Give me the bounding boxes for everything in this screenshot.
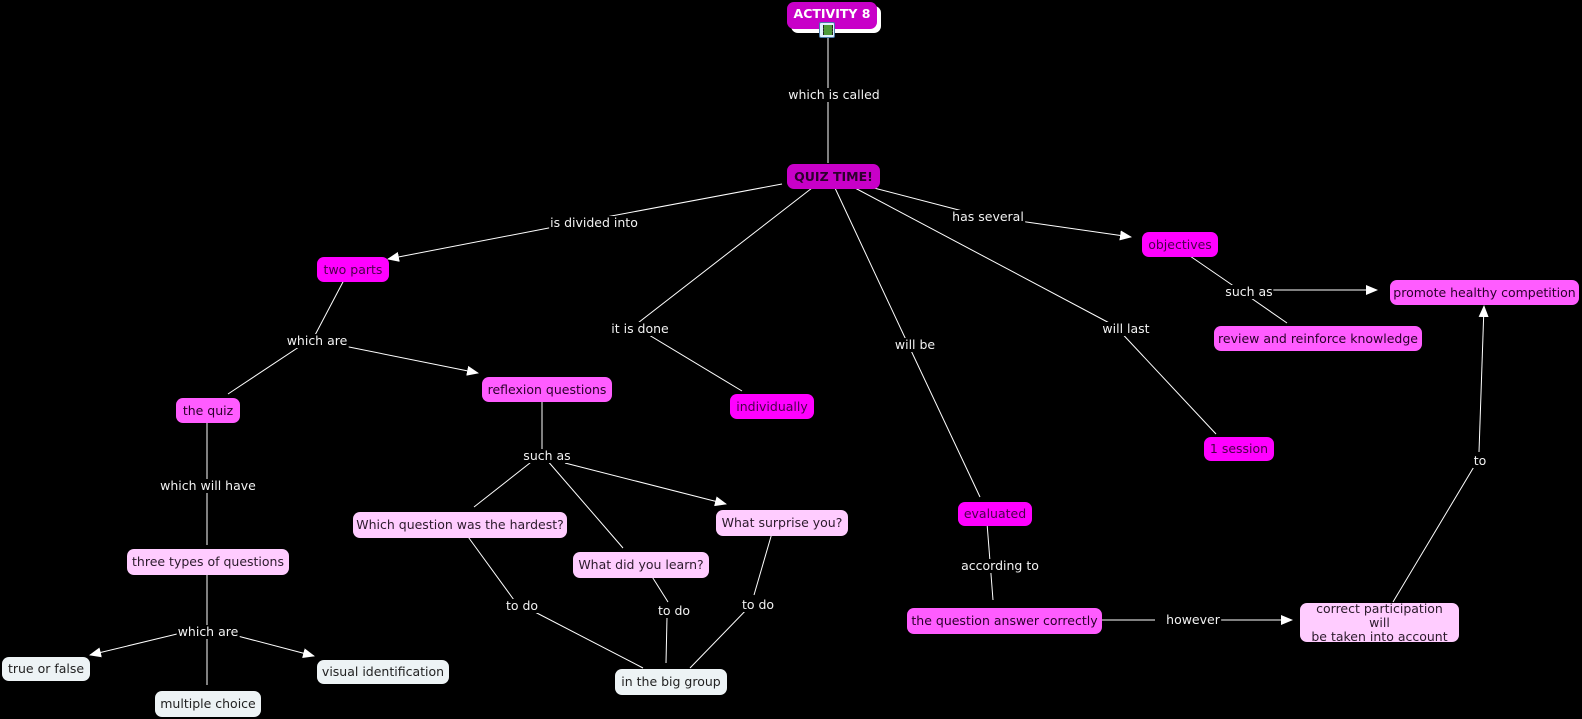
- link-line: [89, 633, 178, 658]
- concept-label: review and reinforce knowledge: [1218, 330, 1418, 346]
- concept-label: individually: [736, 398, 808, 414]
- concept-two-parts[interactable]: two parts: [317, 257, 389, 282]
- link-line: [313, 279, 345, 338]
- link-label-which-will-have[interactable]: which will have: [159, 478, 257, 493]
- link-label-to-do-3[interactable]: to do: [740, 597, 776, 612]
- concept-quiz-time[interactable]: QUIZ TIME!: [787, 164, 880, 189]
- link-line: [633, 325, 743, 392]
- concept-label: three types of questions: [132, 554, 284, 569]
- video-icon[interactable]: [819, 22, 835, 38]
- concept-label: ACTIVITY 8: [793, 6, 871, 21]
- link-line: [665, 616, 668, 664]
- link-line: [465, 533, 515, 601]
- concept-what-learn[interactable]: What did you learn?: [573, 552, 709, 578]
- link-line: [589, 183, 783, 221]
- link-label-it-is-done[interactable]: it is done: [610, 321, 670, 336]
- concept-the-quiz[interactable]: the quiz: [176, 398, 240, 423]
- link-label-which-is-called[interactable]: which is called: [787, 87, 881, 102]
- concept-label: correct participation will be taken into…: [1311, 600, 1448, 644]
- link-label-will-be[interactable]: will be: [893, 337, 937, 352]
- concept-label: What surprise you?: [721, 515, 843, 530]
- link-label-to[interactable]: to: [1472, 453, 1488, 468]
- link-label-which-are-types[interactable]: which are: [176, 624, 240, 639]
- link-label-to-do-2[interactable]: to do: [656, 603, 692, 618]
- link-line: [633, 187, 813, 327]
- link-line: [1189, 255, 1239, 290]
- concept-label: 1 session: [1209, 441, 1269, 456]
- link-line: [854, 187, 1116, 327]
- concept-visual-identification[interactable]: visual identification: [317, 660, 449, 684]
- link-line: [343, 345, 479, 376]
- concept-label: the question answer correctly: [911, 613, 1098, 628]
- link-line: [229, 633, 315, 659]
- concept-objectives[interactable]: objectives: [1142, 232, 1218, 257]
- concept-label: reflexion questions: [487, 381, 607, 397]
- link-line: [650, 574, 669, 603]
- link-line: [473, 458, 536, 508]
- concept-label: What did you learn?: [578, 557, 704, 572]
- concept-label: two parts: [323, 261, 383, 277]
- concept-multiple-choice[interactable]: multiple choice: [155, 691, 261, 717]
- link-label-is-divided-into[interactable]: is divided into: [549, 215, 639, 230]
- concept-evaluated[interactable]: evaluated: [958, 502, 1032, 526]
- link-label-to-do-1[interactable]: to do: [504, 598, 540, 613]
- concept-hardest-question[interactable]: Which question was the hardest?: [353, 512, 567, 538]
- link-label-will-last[interactable]: will last: [1101, 321, 1151, 336]
- link-line: [834, 187, 908, 343]
- link-line: [564, 462, 727, 507]
- concept-label: promote healthy competition: [1393, 284, 1576, 300]
- concept-promote-healthy-competition[interactable]: promote healthy competition: [1390, 280, 1579, 305]
- concept-label: visual identification: [321, 664, 445, 679]
- concept-label: the quiz: [182, 402, 234, 418]
- link-label-according-to[interactable]: according to: [960, 558, 1040, 573]
- concept-reflexion-questions[interactable]: reflexion questions: [482, 377, 612, 402]
- concept-review-knowledge[interactable]: review and reinforce knowledge: [1214, 326, 1422, 351]
- concept-1-session[interactable]: 1 session: [1204, 437, 1274, 461]
- concept-what-surprise[interactable]: What surprise you?: [716, 510, 848, 536]
- concept-three-types[interactable]: three types of questions: [127, 549, 289, 575]
- link-label-such-as-reflexion[interactable]: such as: [522, 448, 572, 463]
- concept-big-group[interactable]: in the big group: [615, 669, 727, 695]
- concept-individually[interactable]: individually: [730, 394, 814, 419]
- concept-label: multiple choice: [160, 696, 256, 711]
- link-line: [689, 604, 752, 669]
- link-line: [753, 532, 773, 596]
- concept-label: evaluated: [963, 506, 1027, 521]
- concept-label: true or false: [7, 661, 85, 676]
- concept-label: objectives: [1148, 236, 1212, 252]
- concept-answer-correctly[interactable]: the question answer correctly: [907, 608, 1102, 634]
- link-line: [545, 458, 624, 549]
- concept-correct-participation[interactable]: correct participation will be taken into…: [1300, 600, 1459, 644]
- link-label-which-are-parts[interactable]: which are: [285, 333, 349, 348]
- concept-label: in the big group: [621, 674, 721, 689]
- link-line: [1392, 464, 1476, 603]
- link-line: [532, 610, 644, 669]
- link-line: [1478, 305, 1489, 453]
- link-label-however[interactable]: however: [1165, 612, 1221, 627]
- concept-true-or-false[interactable]: true or false: [2, 657, 90, 681]
- link-line: [906, 341, 981, 498]
- concept-label: QUIZ TIME!: [794, 168, 873, 184]
- link-line: [1114, 325, 1217, 435]
- link-label-such-as-objectives[interactable]: such as: [1224, 284, 1274, 299]
- link-label-has-several[interactable]: has several: [951, 209, 1025, 224]
- concept-label: Which question was the hardest?: [356, 517, 564, 532]
